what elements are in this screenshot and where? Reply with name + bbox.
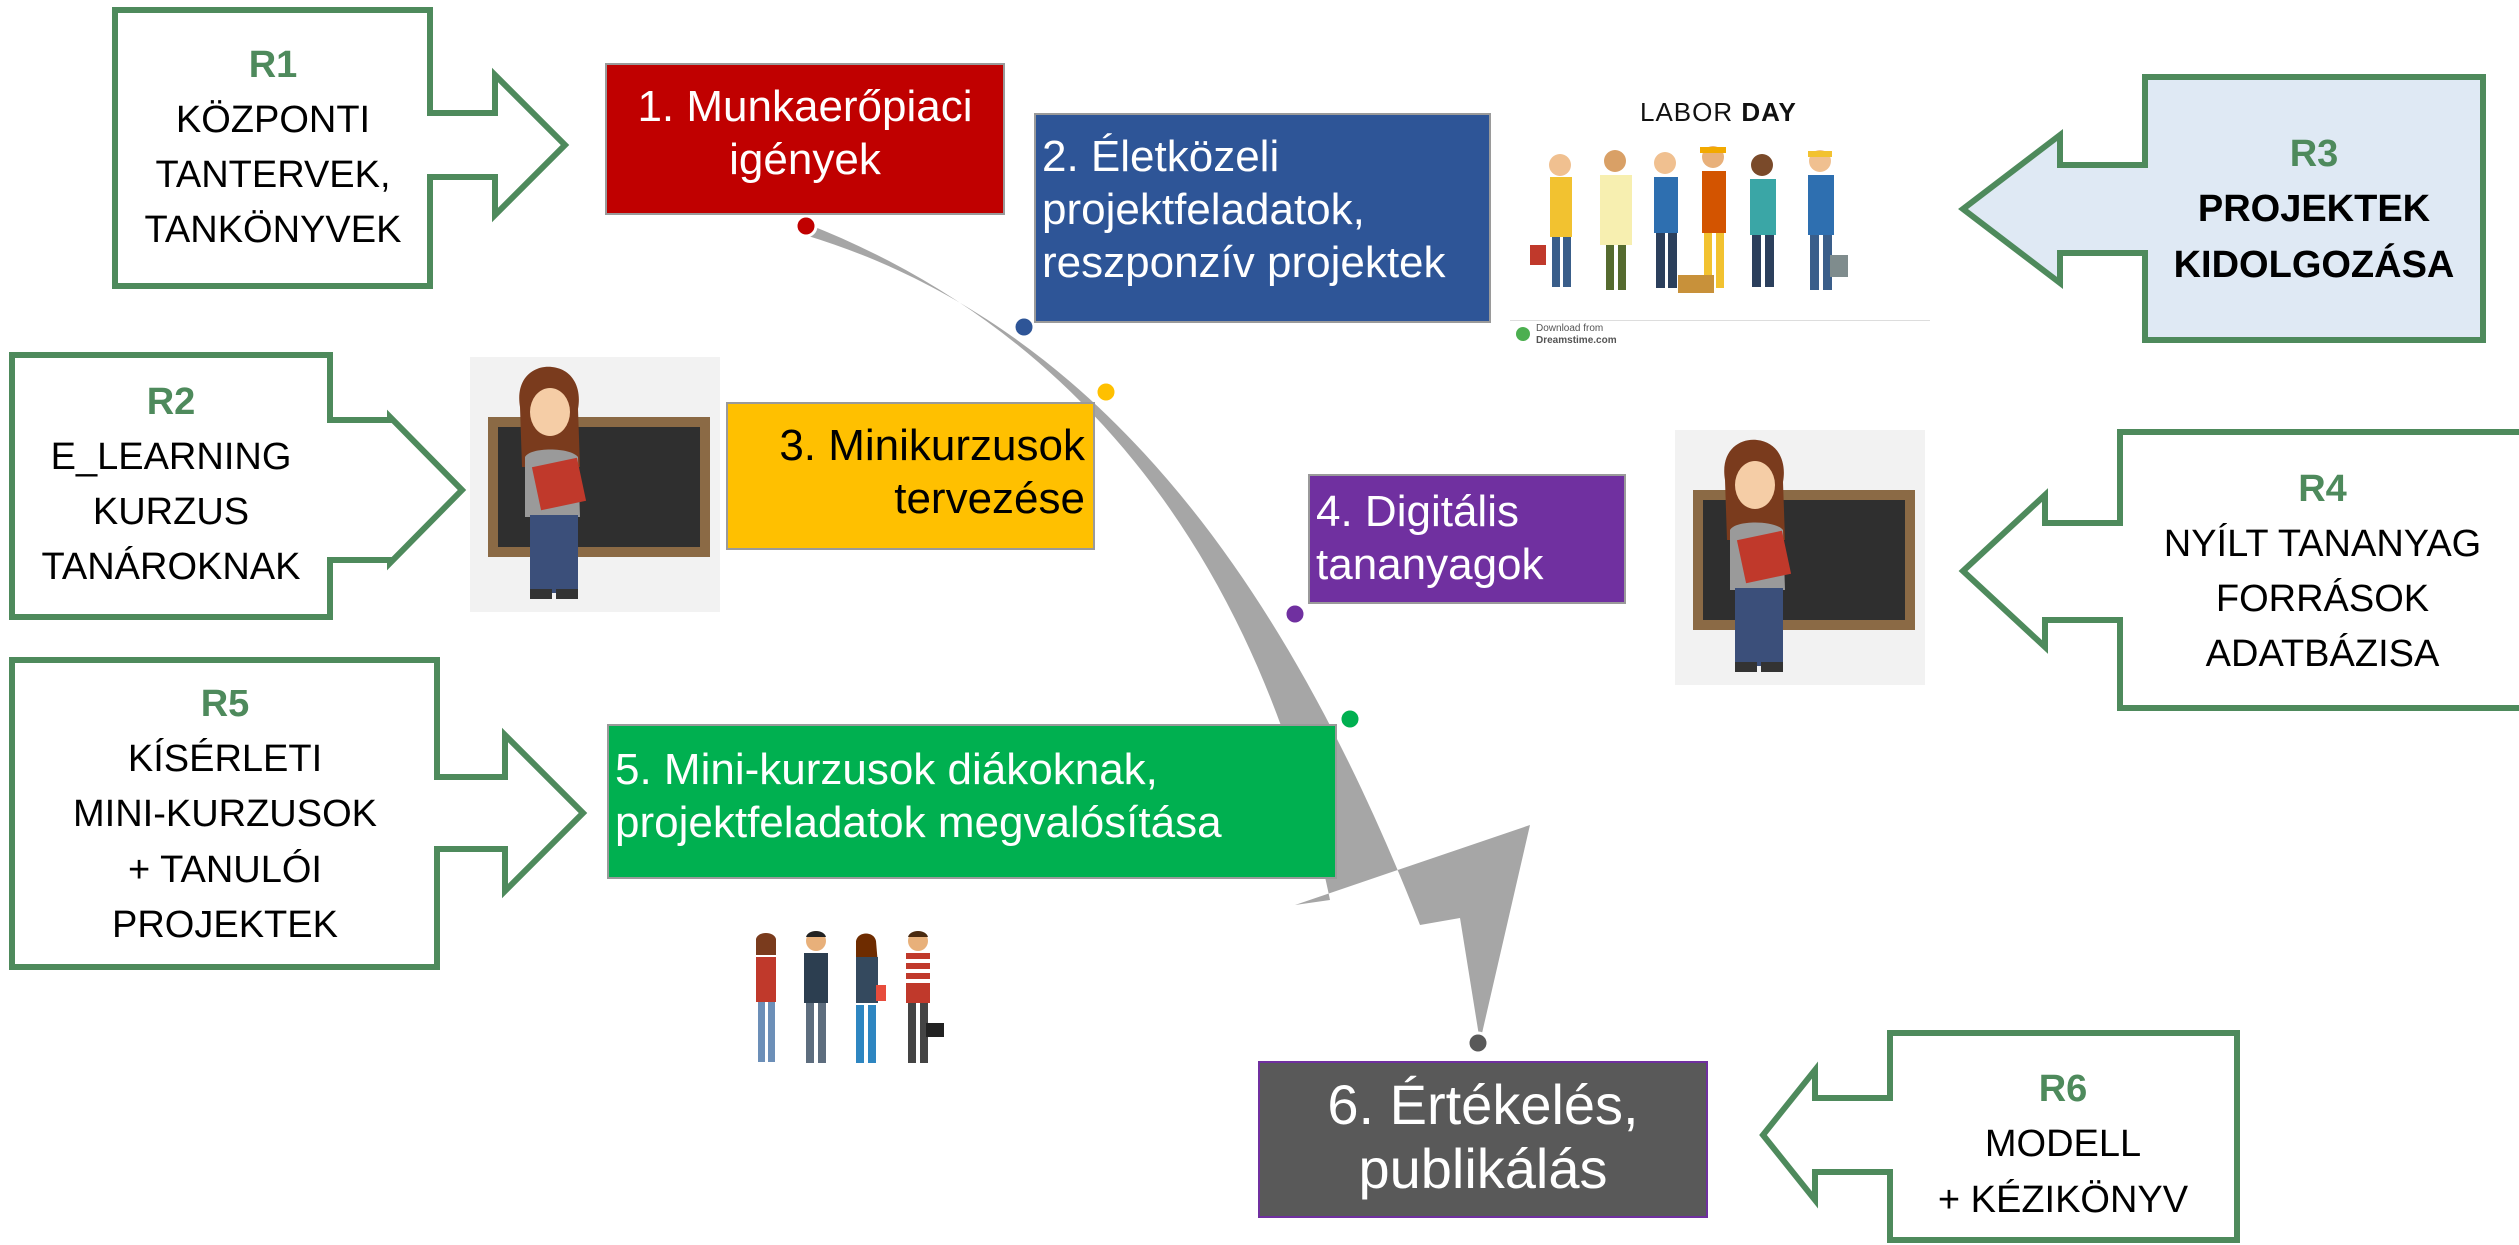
r3-line-2: KIDOLGOZÁSA (2173, 243, 2455, 286)
r2-line-3: TANÁROKNAK (41, 546, 301, 589)
labor-day-illustration: LABOR DAY Download from Dreamstime.com (1510, 85, 1930, 353)
r2-arrow-outline (9, 352, 467, 620)
r2-label: R2 E_LEARNING KURZUS TANÁROKNAK (15, 365, 327, 605)
r4-line-2: FORRÁSOK (2215, 578, 2430, 620)
stage-1-line-2: igények (729, 134, 881, 184)
stage-6-line-1: 6. Értékelés, (1327, 1073, 1639, 1136)
r2-id: R2 (146, 380, 196, 423)
r4-line-3: ADATBÁZISA (2205, 633, 2440, 676)
r5-label: R5 KÍSÉRLETI MINI-KURZUSOK + TANULÓI PRO… (15, 670, 435, 960)
r3-arrow-outline (1958, 74, 2486, 343)
stage-6-box: 6. Értékelés, publikálás (1258, 1061, 1708, 1218)
flow-arrow (805, 223, 1530, 1042)
r6-id: R6 (2038, 1068, 2088, 1111)
stage-6-line-2: publikálás (1358, 1137, 1608, 1201)
stage-4-line-1: 4. Digitális (1316, 487, 1519, 536)
r5-arrow-outline (9, 657, 588, 970)
r1-line-1: KÖZPONTI (175, 98, 371, 141)
r3-label: R3 PROJEKTEK KIDOLGOZÁSA (2148, 110, 2480, 310)
stage-4-box: 4. Digitális tananyagok (1308, 474, 1626, 604)
stage1-dot (794, 214, 818, 238)
r3-line-1: PROJEKTEK (2197, 188, 2431, 231)
r4-label: R4 NYÍLT TANANYAG FORRÁSOK ADATBÁZISA (2130, 452, 2515, 692)
r6-line-2: + KÉZIKÖNYV (1937, 1178, 2189, 1221)
stage3-dot (1094, 380, 1118, 404)
r2-line-1: E_LEARNING (50, 435, 292, 478)
students-group-icon (756, 931, 944, 1063)
stage-2-line-2: projektfeladatok, (1042, 184, 1365, 234)
r1-label: R1 KÖZPONTI TANTERVEK, TANKÖNYVEK (118, 28, 428, 268)
stage-2-box: 2. Életközeli projektfeladatok, reszponz… (1034, 113, 1491, 323)
stage-5-line-2: projektfeladatok megvalósítása (615, 797, 1222, 847)
labor-day-title-plain: LABOR (1640, 97, 1742, 127)
r5-id: R5 (200, 683, 250, 726)
stage-3-line-2: tervezése (894, 473, 1085, 523)
labor-day-title: LABOR DAY (1640, 97, 1797, 128)
stage-1-box: 1. Munkaerőpiaci igények (605, 63, 1005, 215)
stage-5-line-1: 5. Mini-kurzusok diákoknak, (615, 745, 1158, 794)
r5-line-3: + TANULÓI (128, 848, 322, 891)
r4-arrow-outline (1958, 429, 2519, 711)
stage4-dot (1283, 602, 1307, 626)
r4-line-1: NYÍLT TANANYAG (2163, 522, 2482, 565)
stage-2-line-3: reszponzív projektek (1042, 237, 1446, 287)
r5-line-4: PROJEKTEK (112, 903, 338, 946)
r5-line-2: MINI-KURZUSOK (73, 793, 377, 836)
stage-3-line-1: 3. Minikurzusok (779, 421, 1085, 470)
stage-4-line-2: tananyagok (1316, 539, 1544, 589)
stage-5-box: 5. Mini-kurzusok diákoknak, projektfelad… (607, 724, 1337, 879)
r6-arrow-outline (1759, 1030, 2240, 1243)
stage5-dot (1338, 707, 1362, 731)
r6-line-1: MODELL (1984, 1123, 2142, 1166)
r6-label: R6 MODELL + KÉZIKÖNYV (1893, 1050, 2233, 1240)
stage-1-line-1: 1. Munkaerőpiaci (637, 82, 973, 131)
labor-day-footer: Download from Dreamstime.com (1510, 320, 1930, 351)
r1-line-2: TANTERVEK, (155, 154, 391, 196)
r2-line-2: KURZUS (92, 491, 250, 533)
workers-group-icon (1530, 146, 1848, 293)
dreamstime-logo-icon (1516, 327, 1530, 341)
r1-arrow-outline (112, 7, 570, 289)
stage-2-line-1: 2. Életközeli (1042, 132, 1280, 181)
dreamstime-site: Dreamstime.com (1536, 335, 1617, 346)
stage-3-box: 3. Minikurzusok tervezése (726, 402, 1095, 550)
r3-id: R3 (2289, 133, 2339, 176)
stage2-dot (1012, 315, 1036, 339)
dreamstime-credit: Download from (1536, 323, 1604, 334)
r5-line-1: KÍSÉRLETI (127, 738, 323, 781)
labor-day-title-bold: DAY (1741, 97, 1797, 127)
r1-id: R1 (248, 43, 298, 86)
r4-id: R4 (2298, 467, 2347, 510)
r1-line-3: TANKÖNYVEK (144, 209, 402, 252)
teacher-chalkboard-icon (470, 357, 720, 612)
teacher-chalkboard-icon-2 (1675, 430, 1925, 685)
stage6-dot (1466, 1031, 1490, 1055)
